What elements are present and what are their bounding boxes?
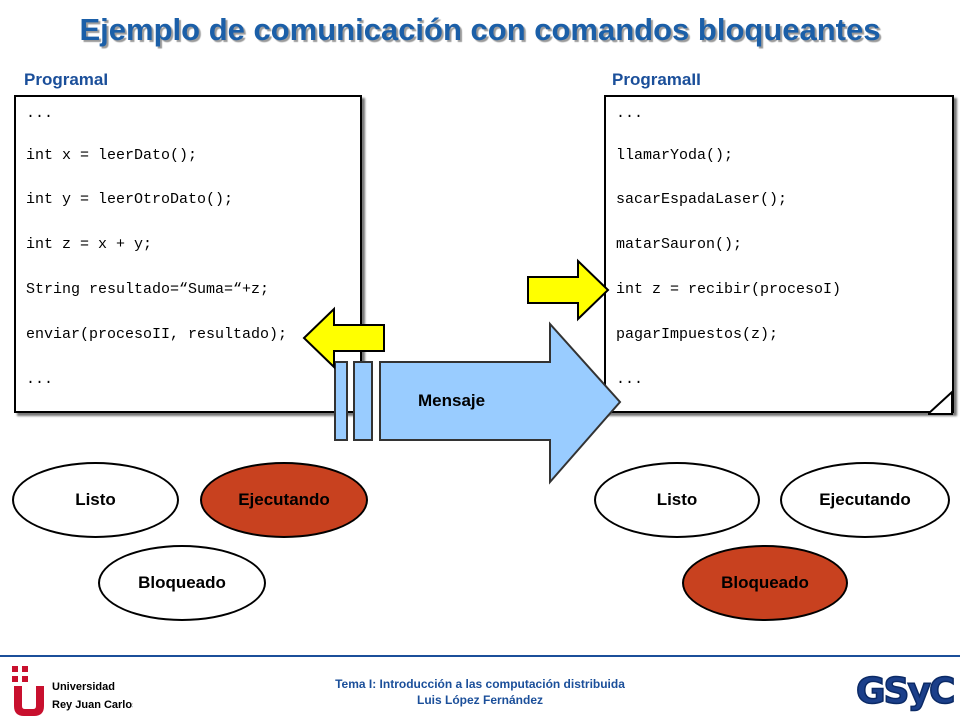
- program-ii-line: llamarYoda();: [616, 147, 734, 164]
- program-i-line: int x = leerDato();: [26, 147, 198, 164]
- program-ii-line: pagarImpuestos(z);: [616, 326, 779, 343]
- pointer-arrow-right: [527, 258, 610, 322]
- program-i-line: ...: [26, 105, 54, 122]
- program-ii-line: sacarEspadaLaser();: [616, 191, 788, 208]
- state-ii-listo: Listo: [594, 462, 760, 538]
- program-i-line: enviar(procesoII, resultado);: [26, 326, 288, 343]
- program-ii-label: ProgramaII: [612, 70, 701, 89]
- program-i-line: ...: [26, 371, 54, 388]
- urjc-logo-text-2: Rey Juan Carlos: [52, 699, 133, 711]
- gsyc-logo-text: GSyC: [856, 671, 954, 712]
- program-i-line: int z = x + y;: [26, 236, 153, 253]
- program-ii-line: int z = recibir(procesoI): [616, 281, 842, 298]
- message-label: Mensaje: [418, 391, 486, 410]
- urjc-logo: Universidad Rey Juan Carlos: [12, 666, 133, 716]
- footer-course-title: Tema I: Introducción a las computación d…: [335, 677, 625, 691]
- pointer-arrow-left: [302, 306, 385, 370]
- program-i-code-box: ... int x = leerDato(); int y = leerOtro…: [14, 95, 362, 413]
- footer-rule: [0, 655, 960, 657]
- program-ii-dogear: [928, 390, 953, 415]
- program-ii-line: ...: [616, 105, 644, 122]
- state-i-ejecutando: Ejecutando: [200, 462, 368, 538]
- slide-title: Ejemplo de comunicación con comandos blo…: [79, 12, 881, 47]
- gsyc-logo: GSyC: [855, 670, 956, 713]
- message-arrow: [334, 321, 622, 485]
- state-ii-ejecutando: Ejecutando: [780, 462, 950, 538]
- program-i-line: int y = leerOtroDato();: [26, 191, 234, 208]
- program-ii-line: matarSauron();: [616, 236, 743, 253]
- program-ii-line: ...: [616, 371, 644, 388]
- urjc-logo-text-1: Universidad: [52, 681, 115, 693]
- footer-author: Luis López Fernández: [416, 693, 543, 707]
- program-ii-code-box: ... llamarYoda(); sacarEspadaLaser(); ma…: [604, 95, 954, 413]
- state-i-listo: Listo: [12, 462, 179, 538]
- program-i-line: String resultado=“Suma=“+z;: [26, 281, 270, 298]
- state-ii-bloqueado: Bloqueado: [682, 545, 848, 621]
- state-i-bloqueado: Bloqueado: [98, 545, 266, 621]
- program-i-label: ProgramaI: [24, 70, 109, 89]
